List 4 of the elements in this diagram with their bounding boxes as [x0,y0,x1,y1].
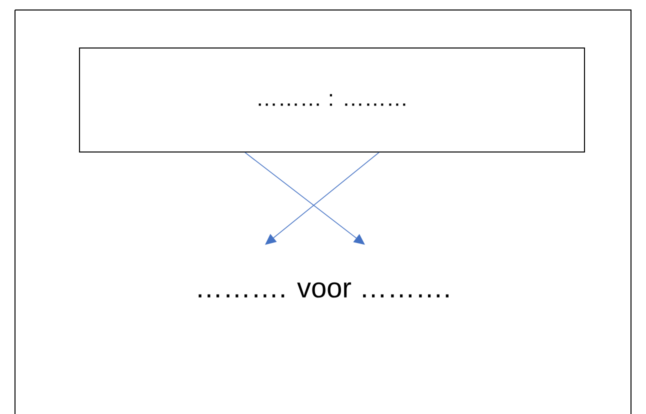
text-box: ……… : ……… [79,48,585,152]
arrow [265,152,380,245]
text: ………. voor ………. [198,282,449,298]
arrow [244,152,365,245]
